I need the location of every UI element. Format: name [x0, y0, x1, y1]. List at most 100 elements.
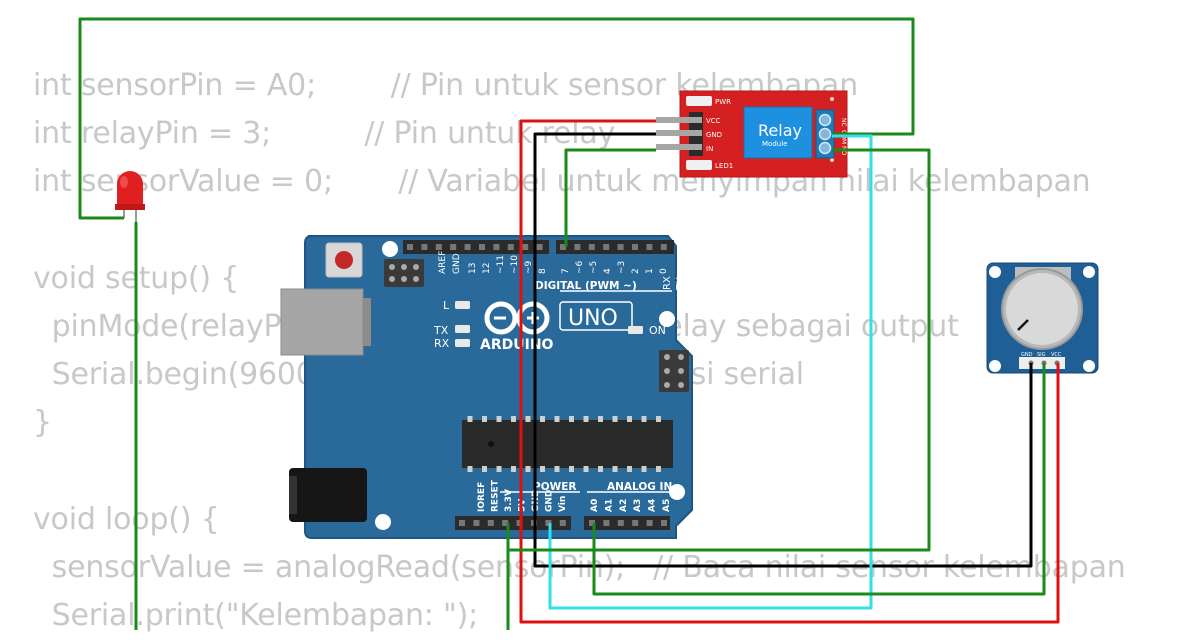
relay-gnd-label: GND — [706, 131, 722, 139]
digital-pwm-label: DIGITAL (PWM ~) — [535, 280, 637, 292]
code-line: void loop() { — [33, 501, 220, 537]
wire-green-pot-sig — [592, 363, 1046, 596]
header-pin[interactable] — [502, 520, 509, 526]
relay-title: Relay — [758, 121, 802, 140]
header-pin[interactable] — [560, 244, 566, 250]
header-pin[interactable] — [646, 244, 653, 250]
wire-green-led-relay — [78, 17, 915, 220]
header-pin[interactable] — [646, 520, 653, 526]
usb-port — [280, 288, 364, 356]
reset-button[interactable] — [325, 242, 363, 278]
pot-vcc-label: VCC — [1051, 352, 1062, 358]
header-pin[interactable] — [507, 244, 514, 250]
digital-pin-label: 4 — [603, 268, 613, 274]
dc-power-jack — [289, 468, 367, 522]
header-pin[interactable] — [450, 244, 457, 250]
wire-green-relay-in — [564, 148, 656, 247]
power-label: POWER — [533, 481, 576, 493]
header-pin[interactable] — [493, 244, 500, 250]
header-pin[interactable] — [574, 244, 581, 250]
power-pin-label: RESET — [491, 479, 501, 512]
arduino-brand: ARDUINO — [480, 337, 554, 353]
digital-pin-label: 7 — [561, 268, 571, 274]
header-pin[interactable] — [545, 520, 552, 526]
header-pin[interactable] — [588, 244, 595, 250]
digital-pin-label: 13 — [468, 263, 478, 274]
wire-black-relay-gnd — [533, 132, 1033, 568]
digital-pin-header[interactable] — [403, 240, 674, 254]
analog-pin-label: A5 — [662, 499, 672, 512]
digital-pin-label: AREF — [438, 251, 448, 274]
rx-pin-label: RX — [662, 276, 673, 290]
header-pin[interactable] — [479, 244, 485, 250]
pot-gnd-label: GND — [1021, 352, 1033, 358]
relay-body — [743, 106, 813, 159]
header-pin[interactable] — [589, 520, 595, 526]
relay-terminal-block[interactable] — [815, 109, 835, 159]
analog-pin-label: A0 — [590, 499, 600, 512]
relay-led1-label: LED1 — [715, 162, 733, 170]
code-line: Serial.print("Kelembapan: "); — [33, 598, 479, 634]
power-pin-header[interactable] — [455, 516, 571, 530]
potentiometer-module[interactable]: GND SIG VCC — [986, 262, 1099, 374]
analog-pin-label: A3 — [633, 499, 643, 512]
l-led-label: L — [443, 299, 450, 312]
digital-pin-label: ~6 — [575, 260, 585, 274]
header-pin[interactable] — [632, 520, 639, 526]
power-pin-label: Vin — [558, 496, 568, 512]
header-pin[interactable] — [603, 244, 610, 250]
uno-label: UNO — [568, 306, 618, 331]
header-pin[interactable] — [487, 520, 494, 526]
header-pin[interactable] — [473, 520, 480, 526]
header-pin[interactable] — [522, 244, 529, 250]
code-line: } — [33, 405, 52, 441]
atmega-chip — [462, 416, 673, 472]
digital-pin-label: ~3 — [617, 261, 627, 274]
led1 — [686, 160, 712, 170]
power-pin-label: 3.3V — [504, 489, 514, 512]
header-pin[interactable] — [464, 244, 471, 250]
header-pin[interactable] — [632, 244, 638, 250]
header-pin[interactable] — [407, 244, 413, 250]
header-pin[interactable] — [603, 520, 610, 526]
header-pin[interactable] — [559, 520, 566, 526]
digital-pin-label: 12 — [482, 263, 492, 274]
power-pin-label: GND — [545, 490, 555, 512]
header-pin[interactable] — [661, 520, 667, 526]
wires — [78, 17, 1060, 630]
digital-pin-label: ~10 — [510, 255, 520, 274]
header-pin[interactable] — [536, 244, 543, 250]
code-line: void setup() { — [33, 260, 240, 296]
red-led[interactable] — [115, 171, 145, 222]
header-pin[interactable] — [660, 244, 667, 250]
digital-pin-label: 0 — [659, 268, 669, 274]
mounting-hole — [659, 311, 675, 327]
digital-pin-label: ~9 — [524, 260, 534, 274]
icsp-header-top — [384, 259, 424, 287]
wire-green-relay-nc — [506, 148, 931, 552]
header-pin[interactable] — [617, 244, 624, 250]
digital-pin-label: 1 — [645, 268, 655, 274]
header-pin[interactable] — [459, 520, 465, 526]
on-led — [628, 326, 643, 334]
relay-in-label: IN — [706, 145, 713, 153]
mounting-hole — [375, 514, 391, 530]
relay-module[interactable]: PWR LED1 VCC GND IN Relay Module NC COM … — [656, 90, 848, 178]
rx-led-label: RX — [434, 337, 450, 350]
header-pin[interactable] — [435, 244, 442, 250]
tx-pin-label: TX — [675, 277, 686, 291]
icsp-header-right — [659, 350, 689, 392]
wire-red-relay-vcc — [519, 119, 1060, 624]
rx-led — [455, 339, 470, 347]
digital-pin-label: GND — [452, 253, 462, 274]
analog-pin-label: A4 — [648, 499, 658, 512]
analog-pin-header[interactable] — [584, 516, 670, 530]
header-pin[interactable] — [617, 520, 624, 526]
relay-pwr-label: PWR — [715, 98, 731, 106]
header-pin[interactable] — [421, 244, 428, 250]
pot-sig-label: SIG — [1037, 352, 1046, 358]
